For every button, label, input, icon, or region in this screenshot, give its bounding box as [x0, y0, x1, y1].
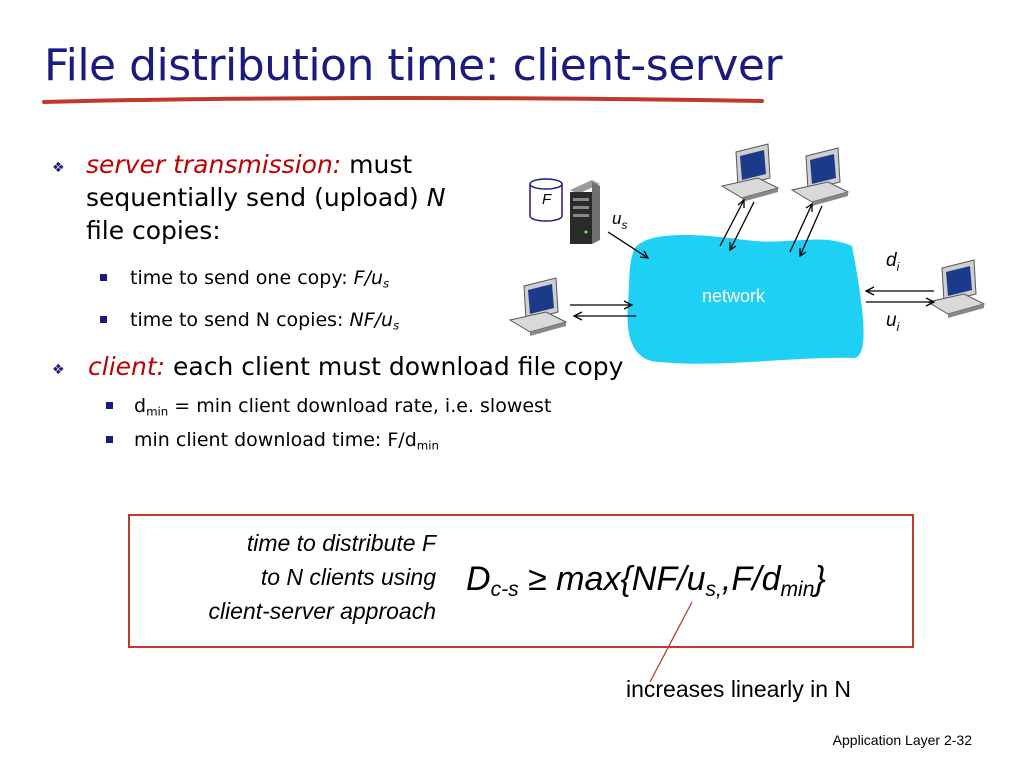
client-computer-icon	[926, 259, 986, 318]
server-transmission-bullet: server transmission: must sequentially s…	[86, 150, 446, 245]
page-number: 2-32	[943, 732, 972, 748]
upload-rate-us-label: us	[612, 209, 627, 232]
bullet-diamond-icon: ❖	[52, 160, 65, 176]
bullet-square-icon	[100, 316, 107, 323]
file-cylinder-icon	[529, 178, 563, 222]
bullet-square-icon	[100, 274, 107, 281]
client-computer-icon	[790, 147, 850, 206]
footer-label: Application Layer	[832, 732, 941, 748]
network-cloud	[627, 235, 864, 364]
client-computer-icon	[720, 143, 780, 202]
distribution-time-formula: Dc-s ≥ max{NF/us,,F/dmin}	[466, 560, 826, 601]
bullet-square-icon	[106, 436, 113, 443]
note-pointer-line	[649, 601, 693, 683]
client-sub-bullet-dmin: dmin = min client download rate, i.e. sl…	[134, 395, 552, 419]
client-bullet: client: each client must download file c…	[88, 352, 624, 381]
server-sub-bullet-one-copy: time to send one copy: F/us	[130, 267, 390, 291]
server-sub-bullet-n-copies: time to send N copies: NF/us	[130, 309, 400, 333]
title-underline	[42, 96, 764, 104]
client-computer-icon	[508, 277, 568, 336]
network-label: network	[702, 286, 766, 306]
client-sub-bullet-download-time: min client download time: F/dmin	[134, 429, 439, 453]
client-label: client:	[88, 352, 166, 381]
upload-rate-ui-label: ui	[886, 310, 900, 334]
footer: Application Layer 2-32	[833, 732, 972, 748]
bullet-square-icon	[106, 402, 113, 409]
formula-box	[128, 514, 914, 648]
formula-description: time to distribute F to N clients using …	[208, 530, 436, 624]
network-diagram: F us di ui network	[508, 143, 986, 364]
download-rate-di-label: di	[886, 250, 900, 274]
bullet-diamond-icon: ❖	[52, 362, 65, 378]
file-label: F	[542, 191, 552, 208]
server-transmission-label: server transmission:	[86, 150, 342, 179]
linear-growth-note: increases linearly in N	[626, 676, 851, 702]
server-icon	[570, 180, 600, 244]
page-title: File distribution time: client-server	[44, 40, 783, 91]
